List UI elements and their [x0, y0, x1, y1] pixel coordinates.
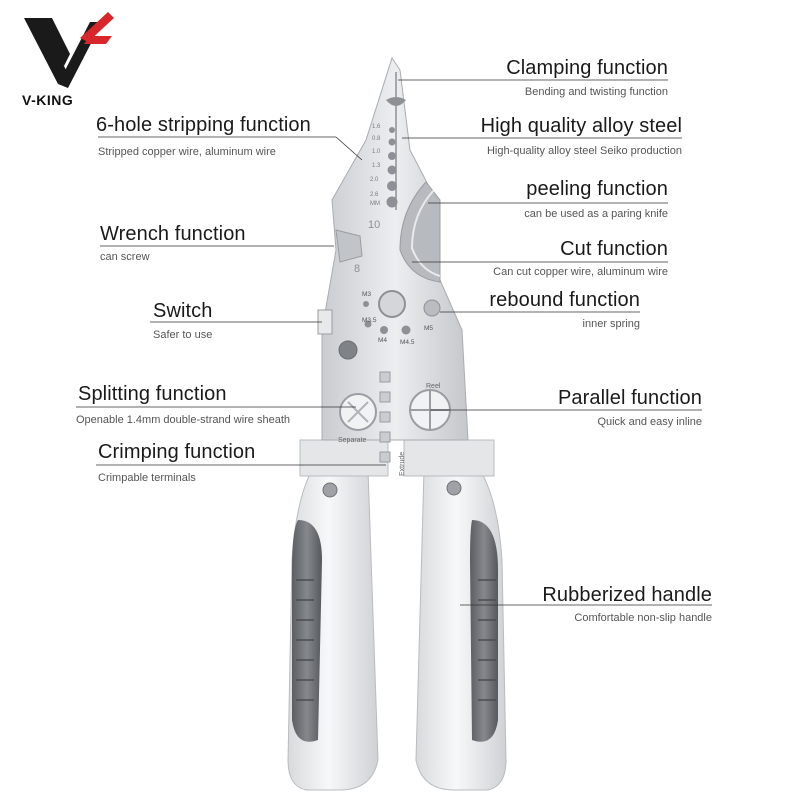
- rebound-desc: inner spring: [582, 318, 640, 330]
- stripping-title: 6-hole stripping function: [96, 114, 311, 136]
- gauge-5: 2.0: [370, 177, 379, 183]
- rebound-title: rebound function: [489, 289, 640, 311]
- switch-title: Switch: [153, 300, 213, 322]
- handle-desc: Comfortable non-slip handle: [574, 612, 712, 624]
- crimping-title: Crimping function: [98, 441, 256, 463]
- wrench-title: Wrench function: [100, 223, 246, 245]
- gauge-unit: MM: [370, 201, 380, 207]
- clamping-title: Clamping function: [506, 57, 668, 79]
- alloy-title: High quality alloy steel: [480, 115, 682, 137]
- parallel-title: Parallel function: [557, 387, 702, 409]
- peeling-title: peeling function: [526, 178, 668, 200]
- gauge-3: 1.0: [372, 149, 381, 155]
- screw-m4: M4: [378, 337, 387, 344]
- gauge-labels: 1.6 0.8 1.0 1.3 2.0 2.6 MM: [370, 124, 381, 207]
- left-handle: [287, 469, 379, 791]
- handle-title: Rubberized handle: [542, 584, 712, 606]
- screw-m35: M3.5: [362, 317, 377, 324]
- screw-m5: M5: [424, 325, 433, 332]
- screw-m45: M4.5: [400, 339, 415, 346]
- gauge-2: 0.8: [372, 136, 381, 142]
- separate-mark: Separate: [338, 437, 367, 444]
- brand-name: V-KING: [22, 92, 74, 108]
- vk-logo-icon: [24, 12, 114, 88]
- splitting-title: Splitting function: [78, 383, 227, 405]
- parallel-desc: Quick and easy inline: [597, 416, 702, 428]
- peeling-desc: can be used as a paring knife: [524, 208, 668, 220]
- leader-lines: [76, 79, 712, 606]
- screw-m3: M3: [362, 291, 371, 298]
- switch-desc: Safer to use: [153, 329, 213, 341]
- stripping-desc: Stripped copper wire, aluminum wire: [98, 146, 276, 158]
- crimping-desc: Crimpable terminals: [98, 472, 196, 484]
- cut-title: Cut function: [560, 238, 668, 260]
- extrude-mark: Extrude: [399, 452, 406, 476]
- gauge-4: 1.3: [372, 163, 381, 169]
- clamping-desc: Bending and twisting function: [524, 86, 668, 98]
- right-handle: [415, 469, 507, 791]
- alloy-desc: High-quality alloy steel Seiko productio…: [486, 145, 682, 157]
- wrench-desc: can screw: [100, 251, 150, 263]
- wrench-size-8: 8: [354, 263, 360, 275]
- splitting-desc: Openable 1.4mm double-strand wire sheath: [76, 414, 291, 426]
- reel-mark: Reel: [426, 383, 441, 390]
- pliers-head: [321, 56, 469, 441]
- gauge-6: 2.6: [370, 192, 379, 198]
- cut-desc: Can cut copper wire, aluminum wire: [493, 266, 668, 278]
- gauge-1: 1.6: [372, 124, 381, 130]
- wrench-size-10: 10: [368, 219, 380, 231]
